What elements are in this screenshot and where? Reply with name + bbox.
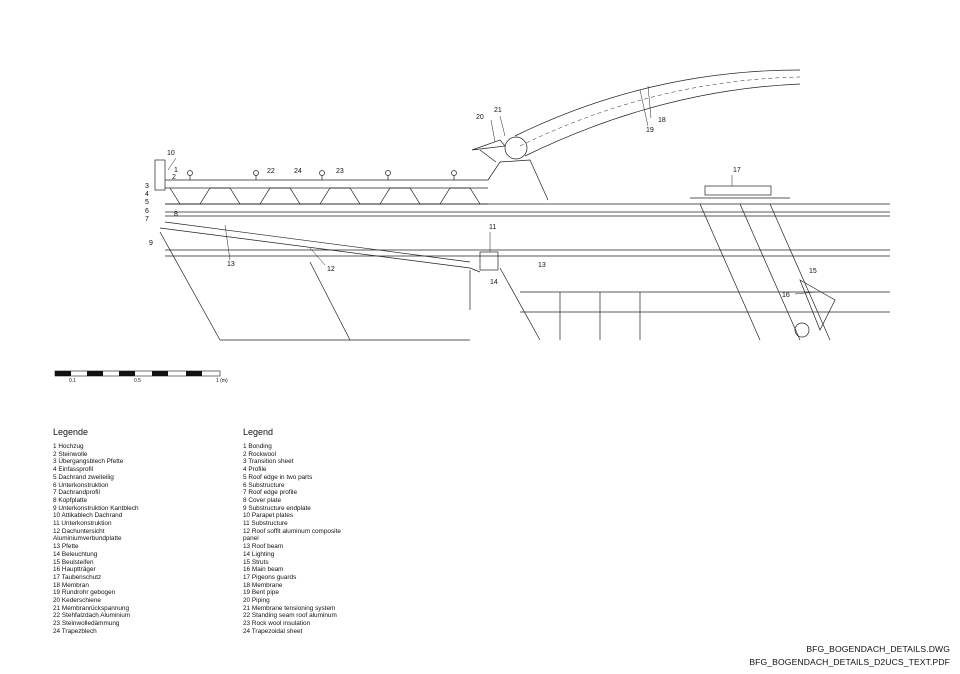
legend-de-item: 23 Steinwolledämmung (53, 620, 120, 628)
arch-outer-line (514, 69, 801, 137)
legend-en-item: 8 Cover plate (243, 496, 282, 504)
callout-9: 9 (149, 240, 153, 247)
pigeon-guard (704, 185, 772, 196)
pdf-filename: BFG_BOGENDACH_DETAILS_D2UCS_TEXT.PDF (749, 657, 950, 667)
legend-de-item: 4 Einfassprofil (53, 466, 94, 474)
legend-en-item: 24 Trapezoidal sheet (243, 627, 303, 635)
callout-8: 8 (174, 211, 178, 218)
legend-de-item: 22 Stehfalzdach Aluminium (53, 612, 131, 620)
dwg-filename: BFG_BOGENDACH_DETAILS.DWG (806, 644, 950, 654)
legend-de-item: 12 Dachuntersicht (53, 527, 105, 535)
legend-en-item: 15 Struts (243, 558, 269, 566)
arch-inner-line (524, 83, 801, 157)
legend-de-item: 9 Unterkonstruktion Kantblech (53, 504, 139, 512)
standing-seams (187, 170, 457, 180)
legend-de-item: 18 Membran (53, 581, 89, 589)
legend-de-item: 10 Attikablech Dachrand (53, 512, 123, 520)
legend-en-item: 12 Roof soffit aluminum composite panel (243, 527, 341, 543)
legend-de-item: 5 Dachrand zweiteilig (53, 473, 114, 481)
scale-bar: 0.1 0.5 1 (m) (54, 370, 228, 384)
legend-german-title: Legende (53, 427, 89, 437)
legend-en-item: 21 Membrane tensioning system (243, 604, 336, 612)
legend-en-item: 22 Standing seam roof aluminum (243, 612, 337, 620)
legend-de-item: 19 Rundrohr gebogen (53, 589, 116, 597)
legend-en-item: 13 Roof beam (243, 543, 284, 551)
legend-de-item: 24 Trapezblech (53, 627, 97, 635)
legend-de-item: 8 Kopfplatte (53, 496, 88, 504)
legend-de-item: 3 Übergangsblech Pfette (53, 458, 124, 466)
lighting-fixture (479, 251, 499, 271)
legend-english-title: Legend (243, 427, 274, 437)
legend-en-item: 9 Substructure endplate (243, 504, 311, 512)
legend-en-item: 5 Roof edge in two parts (243, 473, 313, 481)
roof-soffit (159, 227, 481, 273)
legend-en-item: 10 Parapet plates (243, 512, 294, 520)
legend-de-item: 17 Taubenschutz (53, 573, 102, 581)
legend-de-item: 15 Beulsteifen (53, 558, 94, 566)
callout-12: 12 (327, 266, 335, 273)
legend-en-item: 2 Rockwool (243, 450, 277, 458)
callout-20: 20 (476, 114, 484, 121)
scale-label-0-1: 0.1 (69, 378, 76, 384)
legend-en-item: 1 Bonding (243, 443, 272, 450)
legend-de-item: 11 Unterkonstruktion (53, 520, 112, 528)
callout-23: 23 (336, 168, 344, 175)
legend-en-item: 17 Pigeons guards (243, 573, 297, 581)
callout-14: 14 (490, 279, 498, 286)
callout-10: 10 (167, 150, 175, 157)
callout-15: 15 (809, 268, 817, 275)
legend-german: Legende 1 Hochzug 2 Steinwolle 3 Übergan… (53, 427, 139, 636)
callout-13a: 13 (227, 261, 235, 268)
legend-en-item: 3 Transition sheet (243, 458, 294, 466)
scale-label-0-5: 0.5 (134, 378, 141, 384)
legend-en-item: 11 Substructure (243, 520, 288, 528)
legend-de-item: 16 Hauptträger (53, 566, 96, 574)
trapezoidal-sheet (169, 187, 481, 205)
scale-label-1m: 1 (m) (216, 378, 228, 384)
legend-en-item: 23 Rock wool insulation (243, 620, 311, 628)
legend-en-item: 16 Main beam (243, 566, 284, 574)
arch-dashed-line (519, 76, 801, 147)
callout-2: 2 (172, 174, 176, 181)
legend-en-item: 4 Profile (243, 466, 267, 474)
callout-7: 7 (145, 216, 149, 223)
legend-en-item: 7 Roof edge profile (243, 489, 298, 497)
legend-en-item: 14 Lighting (243, 550, 275, 558)
callout-22: 22 (267, 168, 275, 175)
callout-13b: 13 (538, 262, 546, 269)
legend-de-item: Aluminiumverbundplatte (53, 535, 122, 543)
callout-3: 3 (145, 183, 149, 190)
legend-en-item: 18 Membrane (243, 581, 283, 589)
callout-18: 18 (658, 117, 666, 124)
legend-de-item: 6 Unterkonstruktion (53, 481, 109, 489)
legend-de-item: 21 Membranrückspannung (53, 604, 130, 612)
callout-5: 5 (145, 199, 149, 206)
callout-6: 6 (145, 208, 149, 215)
callout-16: 16 (782, 292, 790, 299)
legend-en-item: 6 Substructure (243, 481, 285, 489)
legend-de-item: 1 Hochzug (53, 443, 84, 450)
file-names: BFG_BOGENDACH_DETAILS.DWG BFG_BOGENDACH_… (749, 643, 950, 669)
legend-en-item: 20 Piping (243, 597, 270, 605)
callout-1: 1 (174, 167, 178, 174)
roof-edge-upstand (154, 159, 166, 191)
callout-4: 4 (145, 191, 149, 198)
callout-24: 24 (294, 168, 302, 175)
legend-en-item: 19 Bent pipe (243, 589, 279, 597)
anchor-node (504, 136, 528, 160)
callout-17: 17 (733, 167, 741, 174)
legend-de-item: 7 Dachrandprofil (53, 489, 100, 497)
legend-english: Legend 1 Bonding 2 Rockwool 3 Transition… (243, 427, 348, 636)
main-beam (699, 203, 831, 341)
callout-21: 21 (494, 107, 502, 114)
legend-de-item: 20 Kederschiene (53, 597, 101, 605)
legend-de-item: 14 Beleuchtung (53, 550, 98, 558)
legend-de-item: 2 Steinwolle (53, 450, 88, 458)
callout-11: 11 (489, 224, 496, 231)
legend-de-item: 13 Pfette (53, 543, 79, 551)
callout-19: 19 (646, 127, 654, 134)
